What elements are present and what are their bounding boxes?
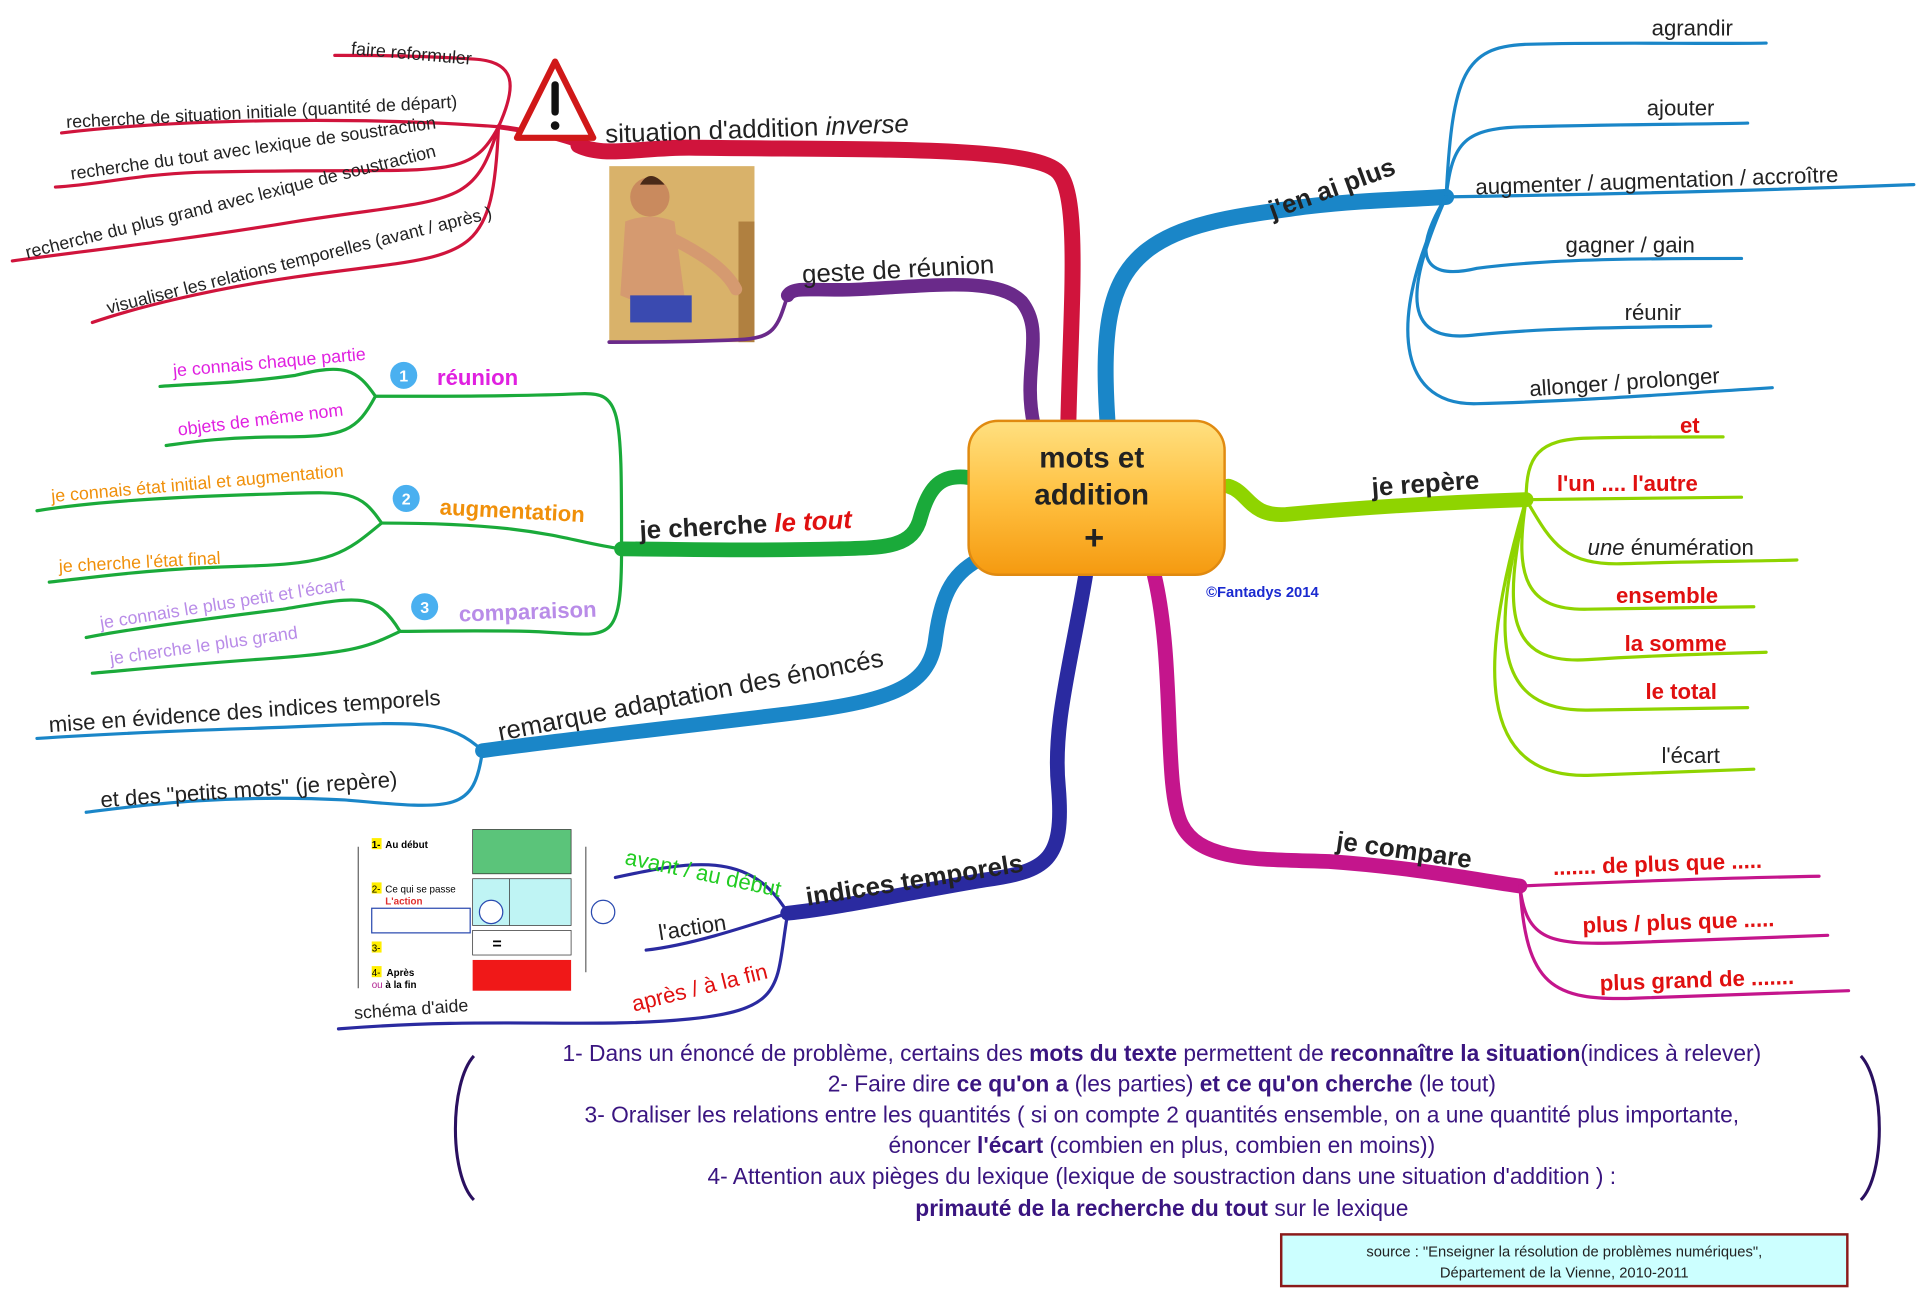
- repere-item: ensemble: [1616, 583, 1718, 608]
- plus-item: gagner / gain: [1566, 232, 1695, 257]
- svg-text:2-: 2-: [372, 884, 381, 895]
- group-label-comparaison: comparaison: [458, 597, 597, 627]
- number-1-icon: [390, 361, 418, 389]
- branch-plus: j'en ai plus agrandir ajouter augmenter …: [1097, 16, 1916, 433]
- branch-plus-label: j'en ai plus: [1264, 153, 1399, 225]
- indices-item: avant / au début: [623, 844, 784, 901]
- svg-text:addition: addition: [1034, 479, 1149, 512]
- branch-compare: je compare ....... de plus que ..... plu…: [1147, 568, 1851, 1001]
- copyright: ©Fantadys 2014: [1206, 585, 1319, 601]
- remarque-item: et des "petits mots" (je repère): [100, 767, 399, 813]
- note-line-5: 4- Attention aux pièges du lexique (lexi…: [708, 1163, 1617, 1189]
- compare-item: plus / plus que .....: [1582, 906, 1775, 938]
- child-photo: [609, 166, 755, 343]
- note-line-1: 1- Dans un énoncé de problème, certains …: [562, 1040, 1761, 1066]
- svg-text:=: =: [492, 936, 501, 953]
- compare-item: plus grand de .......: [1599, 964, 1794, 996]
- svg-text:4-: 4-: [372, 968, 381, 979]
- svg-text:2: 2: [402, 492, 411, 509]
- note-line-6: primauté de la recherche du tout sur le …: [915, 1195, 1408, 1221]
- tout-item: objets de même nom: [177, 399, 345, 439]
- branch-indices-label: indices temporels: [804, 850, 1025, 912]
- svg-text:ou à la fin: ou à la fin: [372, 980, 417, 991]
- repere-item: l'un .... l'autre: [1557, 471, 1698, 496]
- repere-item: le total: [1645, 679, 1716, 704]
- svg-text:1: 1: [399, 369, 408, 386]
- number-2-icon: [392, 484, 420, 512]
- schema-aide: 1- Au début 2- Ce qui se passe L'action …: [357, 829, 616, 991]
- svg-text:+: +: [1084, 519, 1104, 557]
- repere-item: et: [1680, 413, 1700, 438]
- note-line-4: énoncer l'écart (combien en plus, combie…: [889, 1132, 1436, 1158]
- group-label-reunion: réunion: [437, 365, 518, 390]
- branch-remarque: remarque adaptation des énoncés mise en …: [35, 548, 992, 814]
- svg-text:Après: Après: [386, 968, 414, 979]
- branch-tout: je cherche le tout 1 réunion 2 augmentat…: [35, 344, 976, 675]
- svg-text:Département de la Vienne, 2010: Département de la Vienne, 2010-2011: [1440, 1265, 1689, 1281]
- number-3-icon: [411, 593, 439, 621]
- warning-triangle-icon: [513, 58, 597, 141]
- tout-item: je connais chaque partie: [171, 344, 366, 381]
- compare-item: ....... de plus que .....: [1552, 848, 1762, 880]
- inverse-item: faire reformuler: [350, 38, 472, 68]
- svg-text:L'action: L'action: [385, 897, 422, 908]
- branch-inverse-label: situation d'addition inverse: [605, 110, 909, 149]
- branch-tout-label: je cherche le tout: [638, 506, 854, 545]
- svg-text:Ce qui se passe: Ce qui se passe: [385, 884, 456, 895]
- plus-item: agrandir: [1652, 16, 1733, 41]
- notes-block: 1- Dans un énoncé de problème, certains …: [453, 1040, 1881, 1221]
- branch-repere: je repère et l'un .... l'autre une énumé…: [1220, 413, 1799, 777]
- svg-text:mots et: mots et: [1039, 442, 1144, 475]
- source-box: source : "Enseigner la résolution de pro…: [1279, 1233, 1849, 1288]
- tout-item: je cherche l'état final: [57, 548, 221, 577]
- branch-inverse: situation d'addition inverse faire refor…: [10, 38, 1081, 433]
- svg-text:Au début: Au début: [385, 840, 428, 851]
- central-node: mots et addition +: [967, 419, 1226, 576]
- repere-item: l'écart: [1661, 743, 1719, 768]
- svg-text:1-: 1-: [372, 840, 381, 851]
- indices-item: l'action: [657, 910, 728, 945]
- repere-item: la somme: [1625, 631, 1727, 656]
- svg-text:3-: 3-: [372, 943, 381, 954]
- svg-text:source : "Enseigner la résolut: source : "Enseigner la résolution de pro…: [1366, 1245, 1762, 1261]
- tout-item: je connais état initial et augmentation: [49, 461, 344, 507]
- group-label-augmentation: augmentation: [439, 494, 585, 527]
- branch-indices: indices temporels avant / au début l'act…: [336, 568, 1093, 1031]
- repere-item: une énumération: [1588, 535, 1754, 560]
- plus-item: réunir: [1625, 300, 1682, 325]
- note-line-3: 3- Oraliser les relations entre les quan…: [585, 1101, 1740, 1127]
- plus-item: ajouter: [1647, 96, 1715, 121]
- note-line-2: 2- Faire dire ce qu'on a (les parties) e…: [828, 1071, 1496, 1097]
- svg-text:3: 3: [420, 600, 429, 617]
- indices-item: schéma d'aide: [353, 995, 469, 1023]
